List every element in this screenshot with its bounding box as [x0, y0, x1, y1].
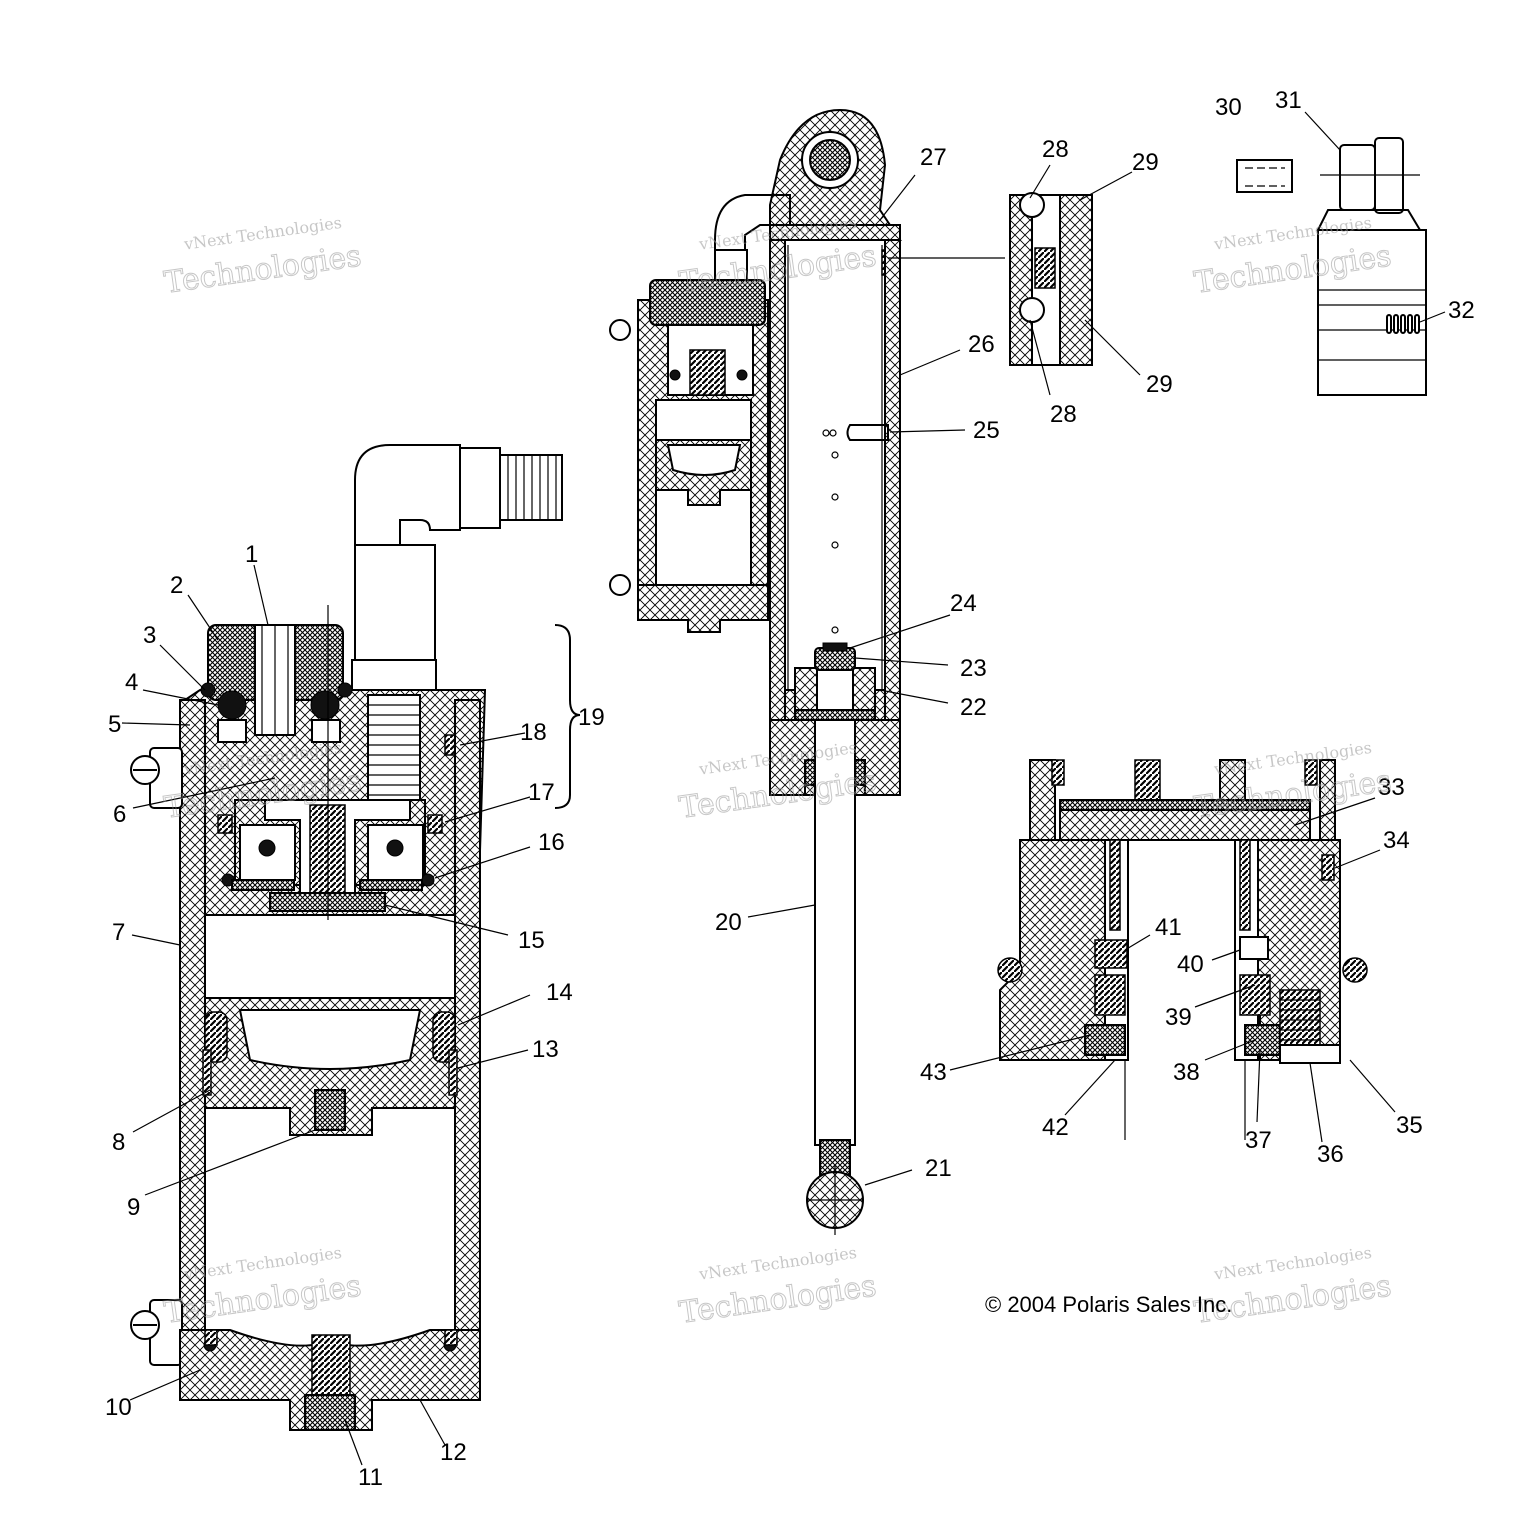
callout-36: 36: [1317, 1141, 1344, 1168]
callout-12: 12: [440, 1439, 467, 1466]
end-cap-valve-core: [311, 1334, 351, 1396]
callout-17: 17: [528, 779, 555, 806]
shock-body-detail: [1317, 229, 1427, 396]
callout-28-bottom: 28: [1050, 401, 1077, 428]
callout-24: 24: [950, 590, 977, 617]
eyelet-bearing: [809, 139, 851, 181]
callout-38: 38: [1173, 1059, 1200, 1086]
callout-3: 3: [143, 622, 156, 649]
hose-elbow: [354, 444, 461, 546]
seal-41: [1094, 939, 1128, 969]
ring-43: [1084, 1024, 1126, 1056]
washer-33: [1059, 809, 1311, 841]
ring-38: [1244, 1024, 1281, 1056]
callout-1: 1: [245, 541, 258, 568]
callout-25: 25: [973, 417, 1000, 444]
piston-cap-24: [822, 642, 848, 652]
reservoir-assembly: [130, 444, 581, 1431]
piston-wear-band-left: [202, 1049, 212, 1096]
callout-27: 27: [920, 144, 947, 171]
callout-14: 14: [546, 979, 573, 1006]
bushing-30: [1236, 159, 1293, 193]
callout-37: 37: [1245, 1127, 1272, 1154]
o-ring-34: [1321, 854, 1335, 881]
callout-11: 11: [358, 1464, 383, 1491]
callout-9: 9: [127, 1194, 140, 1221]
bracket-19: [554, 624, 581, 809]
callout-6: 6: [113, 801, 126, 828]
callout-5: 5: [108, 711, 121, 738]
callout-32: 32: [1448, 297, 1475, 324]
callout-43: 43: [920, 1059, 947, 1086]
callout-20: 20: [715, 909, 742, 936]
callout-13: 13: [532, 1036, 559, 1063]
seal-39: [1094, 974, 1126, 1016]
callout-7: 7: [112, 919, 125, 946]
eyelet-detail-view: [1236, 137, 1427, 396]
seal-28: [1034, 247, 1056, 289]
callout-23: 23: [960, 655, 987, 682]
seal-detail-view: [888, 192, 1093, 366]
bleed-line-25: [846, 424, 889, 441]
callout-21: 21: [925, 1155, 952, 1182]
callout-26: 26: [968, 331, 995, 358]
shock-shaft-20: [814, 719, 856, 1146]
seal-head-detail-view: [997, 759, 1368, 1140]
callout-19: 19: [578, 704, 605, 731]
callout-8: 8: [112, 1129, 125, 1156]
callout-18: 18: [520, 719, 547, 746]
callout-22: 22: [960, 694, 987, 721]
remote-hose-fitting: [714, 194, 791, 251]
callout-29-top: 29: [1132, 149, 1159, 176]
bumper-36: [1279, 1044, 1341, 1064]
spacer-40: [1239, 936, 1269, 960]
reservoir-body-right-wall: [454, 699, 481, 1401]
callout-31: 31: [1275, 87, 1302, 114]
callout-4: 4: [125, 669, 138, 696]
callout-41: 41: [1155, 914, 1182, 941]
callout-10: 10: [105, 1394, 132, 1421]
piston-wear-band-13: [448, 1049, 458, 1096]
leader-lines: [121, 111, 1446, 1466]
callout-42: 42: [1042, 1114, 1069, 1141]
callout-35: 35: [1396, 1112, 1423, 1139]
label-grooves-32: [1386, 314, 1420, 334]
callout-33: 33: [1378, 774, 1405, 801]
hose-barb: [499, 454, 563, 521]
hose-fitting-nut: [459, 447, 501, 529]
detent-ball-left: [217, 690, 247, 720]
hose-adapter: [354, 544, 436, 661]
hose-barb-ribs: [507, 455, 557, 520]
callout-30: 30: [1215, 94, 1242, 121]
callout-labels: 1 2 3 4 5 6 7 8 9 10 11 12 13 14 15 16 1…: [105, 87, 1475, 1491]
left-hose-boss-top: [130, 747, 183, 809]
callout-34: 34: [1383, 827, 1410, 854]
reservoir-body-left-wall: [179, 699, 206, 1401]
callout-39: 39: [1165, 1004, 1192, 1031]
piggyback-end-cap: [637, 584, 769, 633]
callout-40: 40: [1177, 951, 1204, 978]
detent-ball-right: [310, 690, 340, 720]
fill-valve-11: [304, 1394, 356, 1431]
callout-15: 15: [518, 927, 545, 954]
shim-stack-left: [231, 879, 295, 891]
callout-2: 2: [170, 572, 183, 599]
piston-bleed-screw-9: [314, 1089, 346, 1131]
callout-16: 16: [538, 829, 565, 856]
shock-body-assembly: [609, 108, 902, 1235]
callout-28-top: 28: [1042, 136, 1069, 163]
callout-29-bottom: 29: [1146, 371, 1173, 398]
shim-stack-right: [359, 879, 423, 891]
copyright-notice: © 2004 Polaris Sales Inc.: [985, 1292, 1232, 1317]
